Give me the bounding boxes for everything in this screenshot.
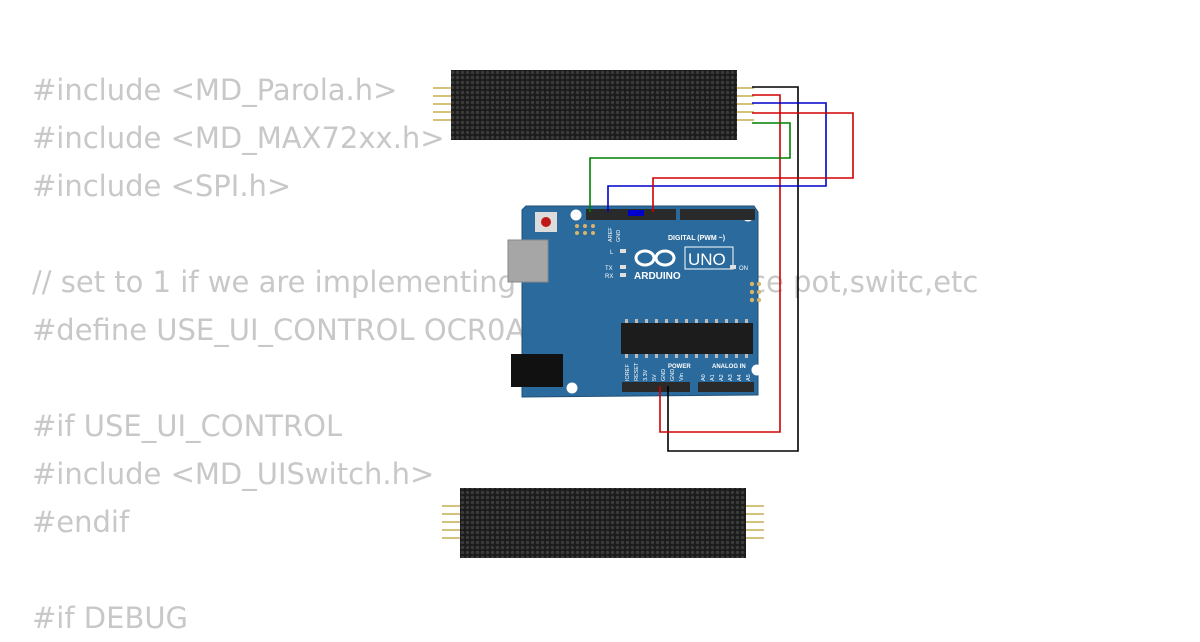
reset-button-cap[interactable] (541, 217, 551, 227)
power-jack (511, 354, 563, 387)
digital-pin-highlight (628, 210, 644, 216)
arduino-logo-icon (634, 249, 676, 267)
microcontroller-chip (621, 323, 753, 354)
on-led-label: ON (739, 266, 748, 272)
chip-pins (625, 319, 748, 358)
l-led-label: L (610, 250, 614, 256)
matrix-bottom-left-pins (442, 505, 461, 539)
gnd-pin-label: GND (616, 230, 622, 242)
pin-label: 3.3V (643, 369, 649, 381)
led-matrix-bottom[interactable] (442, 488, 764, 558)
pin-label: A1 (710, 374, 716, 381)
tx-led-label: TX (605, 266, 613, 272)
icsp-header-right (749, 281, 762, 303)
code-line: #include <SPI.h> (32, 169, 292, 203)
pin-label: 5V (652, 374, 658, 381)
mount-hole-top-left (570, 209, 582, 221)
wire-black-gnd[interactable] (667, 86, 799, 452)
digital-header-label: DIGITAL (PWM ~) (668, 235, 725, 242)
wire-green-clk[interactable] (589, 122, 791, 212)
pin-label: A3 (728, 374, 734, 381)
wire-red-cs[interactable] (652, 112, 854, 212)
code-editor-background: #include <MD_Parola.h> #include <MD_MAX72… (32, 66, 978, 642)
power-header-label: POWER (668, 364, 691, 370)
pin-label: RESET (634, 362, 640, 381)
pin-label: A4 (737, 374, 743, 381)
pin-label: A5 (746, 374, 752, 381)
led-matrix-top[interactable] (433, 70, 754, 140)
pin-label: A2 (719, 374, 725, 381)
pin-label: Vin (679, 373, 685, 381)
aref-pin-label: AREF (608, 227, 614, 242)
code-line: #if DEBUG (32, 601, 189, 635)
rx-led-label: RX (605, 274, 613, 280)
matrix-top-right-pins (737, 87, 754, 121)
board-model-label: UNO (688, 250, 726, 269)
pin-label: A0 (701, 374, 707, 381)
matrix-top-leds (451, 70, 737, 140)
analog-header-label: ANALOG IN (712, 364, 746, 370)
code-line: #include <MD_MAX72xx.h> (32, 121, 445, 155)
usb-port (507, 239, 549, 283)
digital-header-right (680, 209, 755, 220)
mount-hole-bottom-left (566, 382, 578, 394)
pin-label: GND (670, 369, 676, 381)
code-line: #if USE_UI_CONTROL (32, 409, 343, 443)
code-line: #endif (32, 505, 130, 539)
arduino-uno-board[interactable]: UNO ARDUINO DIGITAL (PWM ~) POWER ANALOG… (507, 205, 763, 398)
power-header (622, 382, 690, 392)
board-brand-label: ARDUINO (634, 271, 681, 282)
wire-red-vcc[interactable] (659, 94, 781, 433)
matrix-bottom-leds (460, 488, 746, 558)
mount-hole-bottom-right (751, 364, 763, 376)
uno-logo-box (684, 246, 734, 270)
code-line: #define USE_UI_CONTROL OCR0A (32, 313, 526, 347)
wires[interactable] (589, 86, 854, 452)
wire-blue-din[interactable] (607, 102, 827, 212)
matrix-bottom-right-pins (746, 505, 764, 539)
pin-label: GND (661, 369, 667, 381)
icsp-header-top (575, 224, 595, 235)
led-indicators (620, 249, 736, 277)
code-line: #include <MD_UISwitch.h> (32, 457, 435, 491)
matrix-top-left-pins (433, 87, 452, 121)
code-line: #include <MD_Parola.h> (32, 73, 398, 107)
pin-label: IOREF (625, 364, 631, 381)
analog-header (698, 382, 754, 392)
